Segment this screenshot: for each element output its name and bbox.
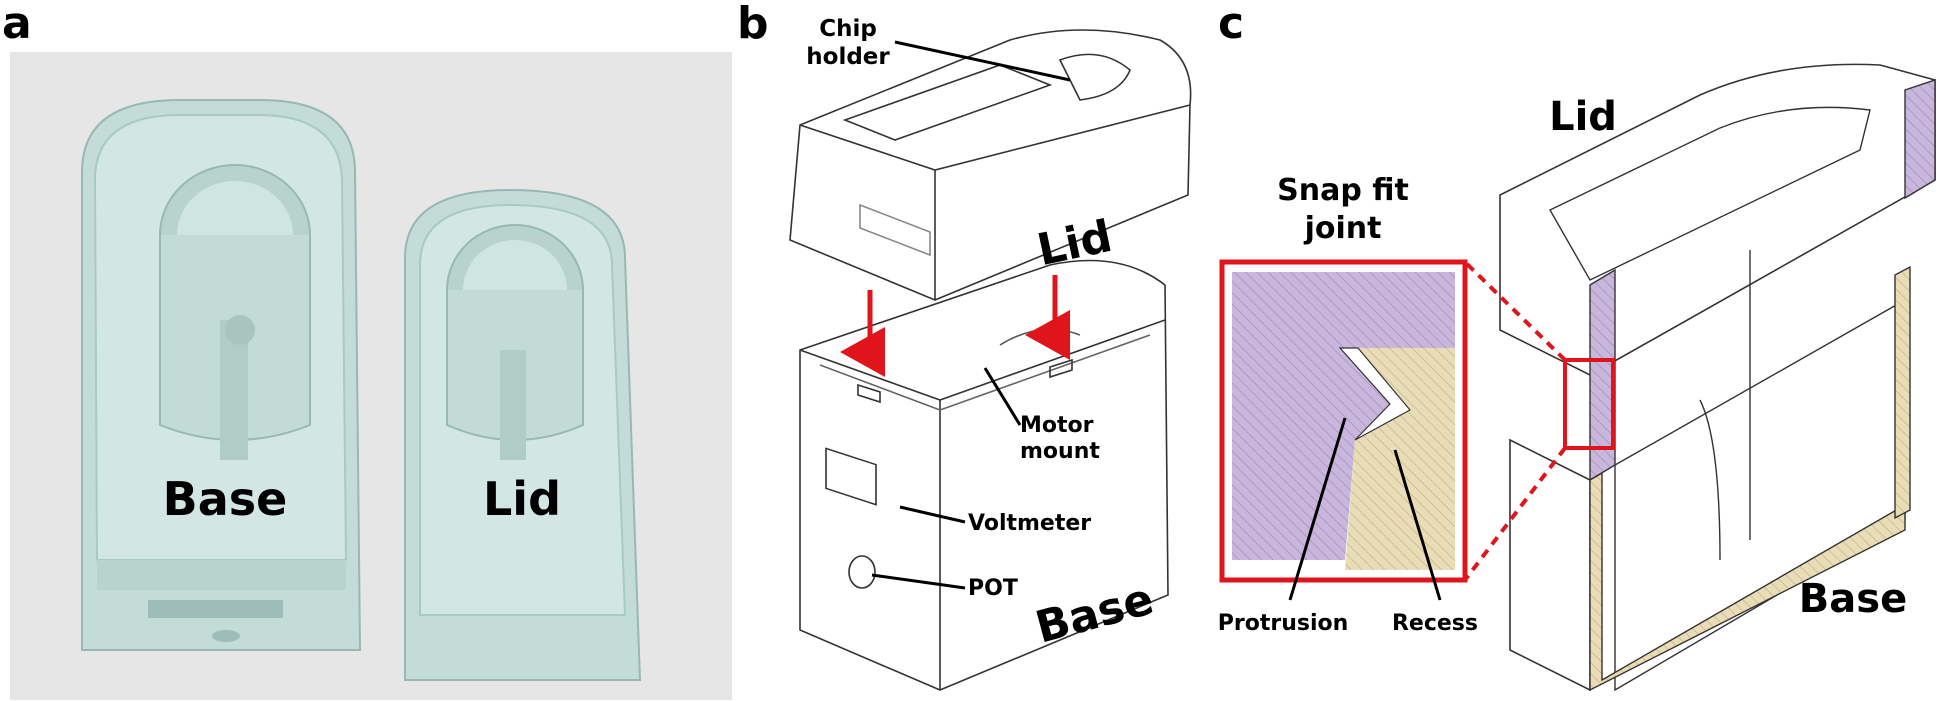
panel-b-drawing xyxy=(789,29,1192,691)
leader-chip-holder xyxy=(894,40,1071,82)
recess-label: Recess xyxy=(1392,611,1478,636)
leader-pot xyxy=(871,573,966,590)
lid-wireframe xyxy=(789,29,1192,301)
leader-motor-mount xyxy=(983,367,1022,426)
panel-letter-b: b xyxy=(737,0,769,49)
section-base-label: Base xyxy=(1799,576,1907,622)
zoom-connector-bottom xyxy=(1463,446,1567,582)
motor-mount-label-line2: mount xyxy=(1020,439,1100,464)
photo-base-label: Base xyxy=(163,472,288,526)
panel-c-labels: Lid Snap fit joint Protrusion Recess Bas… xyxy=(1218,94,1907,636)
protrusion-label: Protrusion xyxy=(1218,611,1349,636)
panel-letter-c: c xyxy=(1218,0,1245,49)
motor-mount-label-line1: Motor xyxy=(1020,413,1094,438)
chip-holder-label-line1: Chip xyxy=(819,16,877,42)
zoom-connector-top xyxy=(1463,260,1567,362)
section-lid-label: Lid xyxy=(1549,94,1617,140)
voltmeter-label: Voltmeter xyxy=(968,511,1091,536)
base-wall-section xyxy=(1894,265,1911,520)
snap-fit-label-line1: Snap fit xyxy=(1277,173,1409,208)
snap-fit-label-line2: joint xyxy=(1304,211,1382,246)
joint-highlight-box xyxy=(1563,358,1615,450)
leader-voltmeter xyxy=(899,505,966,524)
base-part-photo xyxy=(81,99,362,651)
panel-letter-a: a xyxy=(2,0,32,49)
recess-section xyxy=(1345,348,1455,570)
lid-part-photo xyxy=(404,188,642,681)
lid-top-section xyxy=(1904,79,1936,200)
panel-c-section xyxy=(1219,63,1936,692)
leader-protrusion xyxy=(1288,417,1347,601)
protrusion-section xyxy=(1232,272,1455,560)
leader-recess xyxy=(1393,449,1442,601)
pot-label: POT xyxy=(968,576,1018,601)
panel-a-photo: Base Lid xyxy=(10,52,732,700)
chip-holder-label-line2: holder xyxy=(806,44,890,70)
photo-lid-label: Lid xyxy=(483,472,561,526)
